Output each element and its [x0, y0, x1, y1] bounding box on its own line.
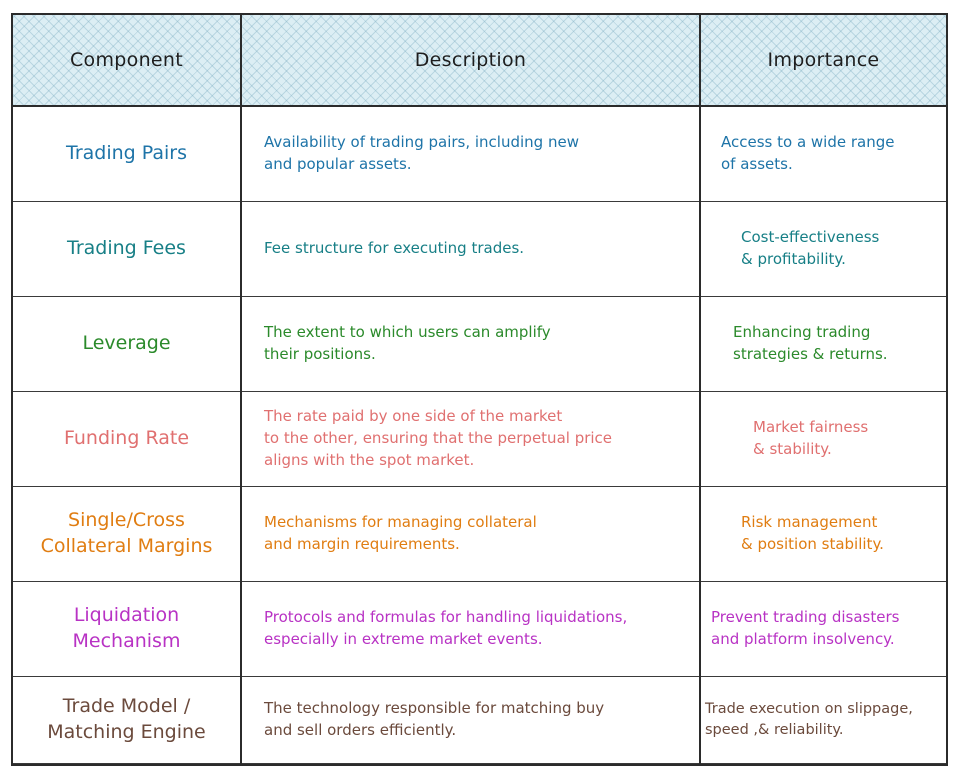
component-label: Trade Model / Matching Engine: [47, 695, 206, 743]
description-cell: The technology responsible for matching …: [242, 677, 699, 763]
header-description: Description: [414, 49, 527, 71]
importance-text: Access to a wide range of assets.: [721, 133, 895, 173]
table-row: Trade Model / Matching Engine The techno…: [13, 677, 946, 764]
component-label: Liquidation Mechanism: [72, 604, 181, 652]
importance-text: Trade execution on slippage, speed ,& re…: [705, 700, 913, 738]
importance-text: Cost-effectiveness & profitability.: [741, 228, 880, 268]
description-cell: Mechanisms for managing collateral and m…: [242, 487, 699, 581]
table-header: Component Description Importance: [13, 15, 946, 107]
importance-text: Risk management & position stability.: [741, 513, 884, 553]
description-cell: Fee structure for executing trades.: [242, 202, 699, 296]
column-divider: [240, 15, 242, 764]
component-cell: Single/Cross Collateral Margins: [13, 487, 240, 581]
component-label: Leverage: [82, 332, 171, 355]
table-row: Liquidation Mechanism Protocols and form…: [13, 582, 946, 677]
table-row: Single/Cross Collateral Margins Mechanis…: [13, 487, 946, 582]
importance-cell: Trade execution on slippage, speed ,& re…: [701, 677, 946, 763]
table-row: Trading Fees Fee structure for executing…: [13, 202, 946, 297]
component-label: Trading Fees: [67, 237, 186, 260]
description-text: Availability of trading pairs, including…: [264, 133, 579, 173]
component-label: Trading Pairs: [66, 142, 187, 165]
description-text: Fee structure for executing trades.: [264, 239, 525, 258]
comparison-table: Component Description Importance Trading…: [11, 13, 948, 766]
component-cell: Trading Fees: [13, 202, 240, 296]
component-label: Funding Rate: [63, 427, 190, 450]
column-divider: [699, 15, 701, 764]
importance-cell: Risk management & position stability.: [701, 487, 946, 581]
header-component: Component: [69, 49, 183, 71]
importance-cell: Cost-effectiveness & profitability.: [701, 202, 946, 296]
importance-text: Prevent trading disasters and platform i…: [711, 608, 900, 648]
table-row: Funding Rate The rate paid by one side o…: [13, 392, 946, 487]
description-text: Protocols and formulas for handling liqu…: [264, 608, 628, 648]
description-text: The technology responsible for matching …: [264, 699, 605, 739]
component-cell: Funding Rate: [13, 392, 240, 486]
importance-cell: Access to a wide range of assets.: [701, 107, 946, 201]
description-text: Mechanisms for managing collateral and m…: [264, 513, 537, 553]
component-cell: Trading Pairs: [13, 107, 240, 201]
description-text: The rate paid by one side of the market …: [264, 407, 613, 469]
table-row: Trading Pairs Availability of trading pa…: [13, 107, 946, 202]
description-cell: The rate paid by one side of the market …: [242, 392, 699, 486]
importance-cell: Prevent trading disasters and platform i…: [701, 582, 946, 676]
description-cell: Availability of trading pairs, including…: [242, 107, 699, 201]
header-importance: Importance: [767, 49, 880, 71]
importance-text: Enhancing trading strategies & returns.: [733, 323, 888, 363]
importance-cell: Enhancing trading strategies & returns.: [701, 297, 946, 391]
importance-cell: Market fairness & stability.: [701, 392, 946, 486]
importance-text: Market fairness & stability.: [753, 418, 869, 458]
description-text: The extent to which users can amplify th…: [264, 323, 551, 363]
component-cell: Liquidation Mechanism: [13, 582, 240, 676]
table-row: Leverage The extent to which users can a…: [13, 297, 946, 392]
component-cell: Trade Model / Matching Engine: [13, 677, 240, 763]
component-label: Single/Cross Collateral Margins: [40, 509, 213, 557]
component-cell: Leverage: [13, 297, 240, 391]
description-cell: The extent to which users can amplify th…: [242, 297, 699, 391]
description-cell: Protocols and formulas for handling liqu…: [242, 582, 699, 676]
